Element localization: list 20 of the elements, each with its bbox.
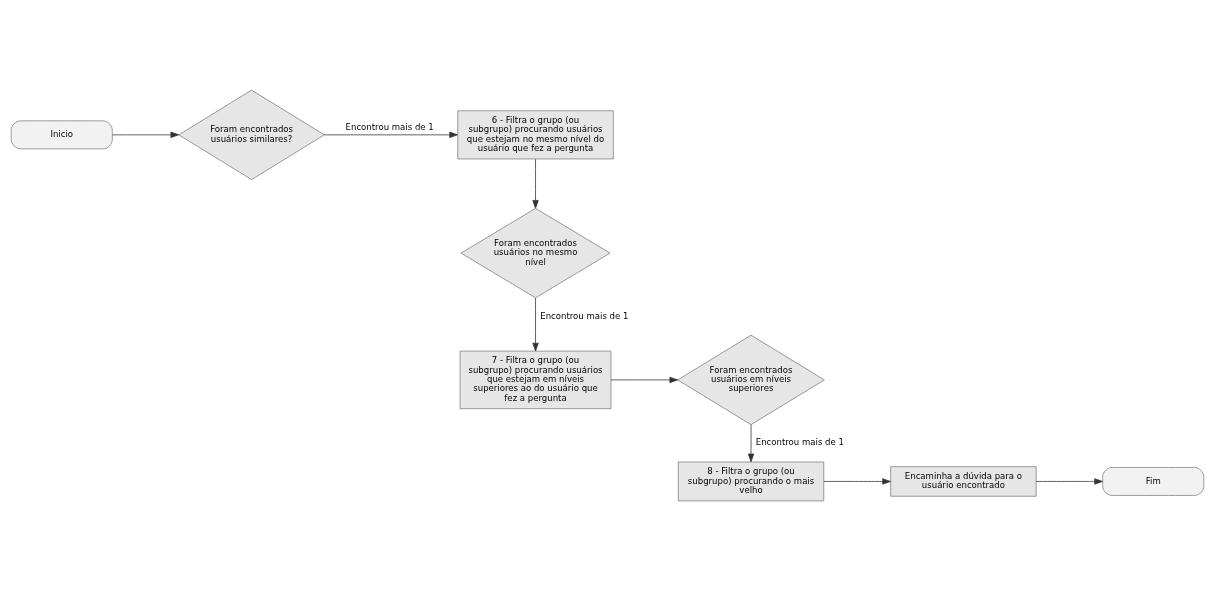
arrow xyxy=(532,297,539,351)
arrow xyxy=(823,477,891,485)
edge-label: Encontrou mais de 1 xyxy=(540,310,629,321)
node-box: 8 - Filtra o grupo (ou subgrupo) procurando o mais velho xyxy=(677,461,825,501)
node-diamond: Foram encontrados usuários em níveis superiores xyxy=(677,334,825,425)
arrow xyxy=(747,423,755,462)
node-box: 6 - Filtra o grupo (ou subgrupo) procurando usuários que estejam no mesmo nível do usuário que fez a pergunta xyxy=(457,109,614,159)
node-diamond: Foram encontrados usuários similares? xyxy=(178,89,325,180)
arrow xyxy=(532,158,539,209)
arrow xyxy=(610,376,679,383)
node-box: Encaminha a dúvida para o usuário encontrado xyxy=(890,465,1037,497)
node-box: Fim xyxy=(1102,466,1205,496)
edge-label: Encontrou mais de 1 xyxy=(755,437,844,447)
arrow xyxy=(112,131,180,138)
edge-label: Encontrou mais de 1 xyxy=(345,121,434,132)
arrow xyxy=(323,131,458,138)
node-box: 7 - Filtra o grupo (ou subgrupo) procurando usuários que estejam em níveis superiores ao do usuário que fez a pergunta xyxy=(459,350,612,409)
arrow xyxy=(1035,477,1103,485)
node-diamond: Foram encontrados usuários no mesmo nível xyxy=(460,207,611,298)
node-box: Inicio xyxy=(10,119,113,149)
